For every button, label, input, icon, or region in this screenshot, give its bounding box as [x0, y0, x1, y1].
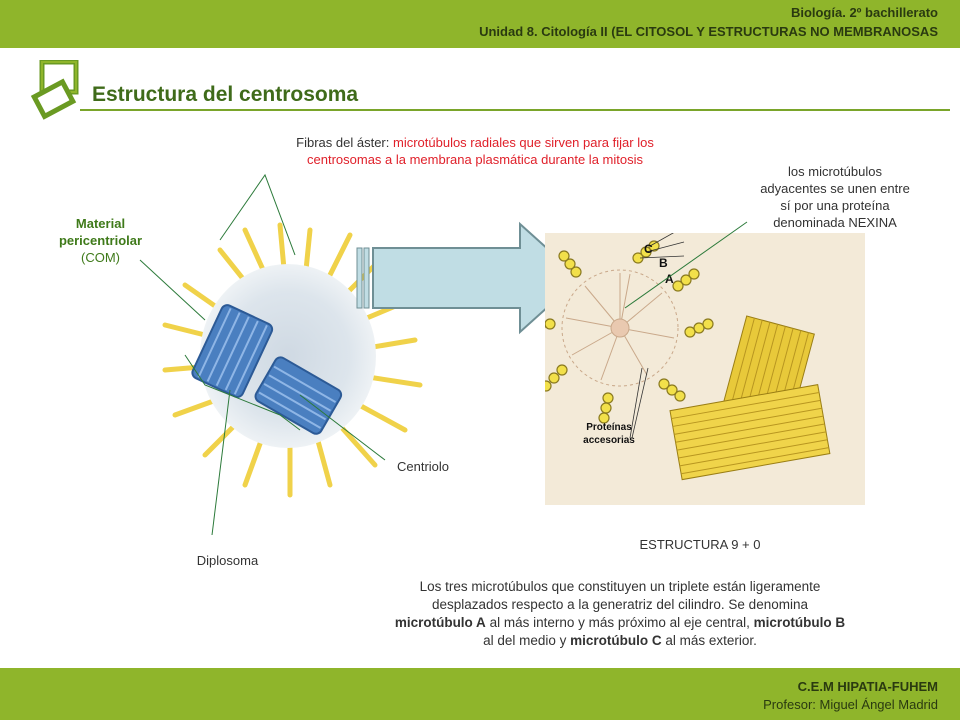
- footer-bar: [0, 668, 960, 720]
- cross-section-9-0: [545, 233, 714, 439]
- course-title: Biología. 2º bachillerato: [790, 5, 938, 20]
- aster-label: Fibras del áster: microtúbulos radiales …: [296, 135, 654, 167]
- centriolo-label: Centriolo: [396, 459, 450, 474]
- material-pericentriolar-label: Material pericentriolar (COM): [58, 216, 143, 265]
- unit-title: Unidad 8. Citología II (EL CITOSOL Y EST…: [479, 24, 938, 39]
- tubule-b-label: B: [659, 256, 668, 270]
- centriole-1: [191, 304, 274, 398]
- centriole-2: [254, 356, 343, 435]
- title-divider: [80, 109, 950, 111]
- slide-logo-icon: [30, 60, 79, 120]
- tubule-a-label: A: [665, 272, 674, 286]
- accesorias-label: accesorias: [583, 435, 635, 446]
- estructura-label: ESTRUCTURA 9 + 0: [639, 537, 761, 552]
- triplet-description: Los tres microtúbulos que constituyen un…: [394, 579, 846, 648]
- diplosoma-label: Diplosoma: [196, 553, 259, 568]
- school-name: C.E.M HIPATIA-FUHEM: [797, 679, 938, 694]
- tubule-c-label: C: [644, 242, 653, 256]
- teacher-name: Profesor: Miguel Ángel Madrid: [763, 697, 938, 712]
- header-bar: [0, 0, 960, 48]
- page-title: Estructura del centrosoma: [92, 83, 359, 106]
- yellow-centrioles-3d: [669, 315, 831, 481]
- centrosome-illustration: [139, 173, 423, 536]
- centriole-cross-section-panel: C B A Proteínas accesorias: [545, 233, 865, 505]
- nexina-leader-line: [624, 221, 748, 309]
- nexina-label: los microtúbulos adyacentes se unen entr…: [760, 164, 910, 230]
- proteinas-label: Proteínas: [586, 422, 632, 433]
